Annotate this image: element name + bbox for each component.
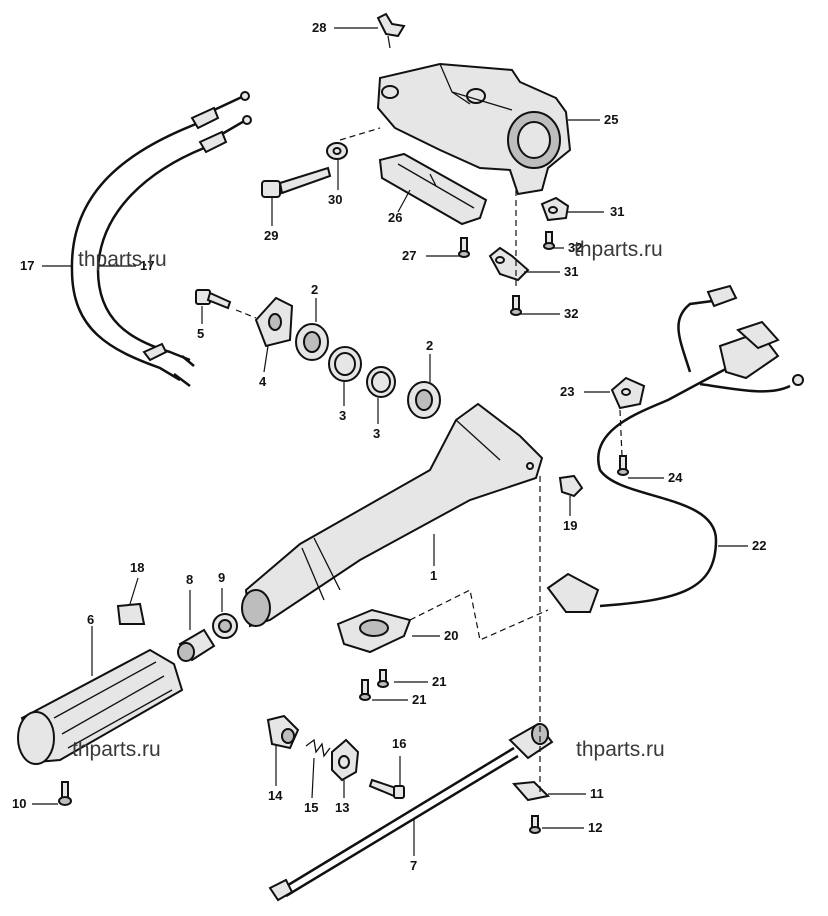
callout-21a: 21 — [432, 674, 446, 689]
screw-part-32b — [510, 295, 522, 316]
steering-bracket-part — [376, 62, 572, 196]
callout-17b: 17 — [140, 258, 154, 273]
callout-10: 10 — [12, 796, 26, 811]
callout-32a: 32 — [568, 240, 582, 255]
collar-part-8 — [177, 628, 216, 662]
callout-1: 1 — [430, 568, 437, 583]
callout-14: 14 — [268, 788, 283, 803]
clamp-part-23 — [610, 376, 646, 410]
alignment-lines — [235, 127, 623, 792]
throttle-grip-part-6 — [17, 648, 184, 765]
watermarks: thparts.ru thparts.ru thparts.ru thparts… — [72, 238, 665, 761]
washer-part-3b — [366, 366, 396, 398]
spring-part-15 — [305, 738, 331, 758]
callout-28: 28 — [312, 20, 326, 35]
bolt-part-16 — [368, 778, 405, 799]
screw-part-10 — [58, 781, 72, 806]
clip-part-28 — [376, 12, 406, 49]
callout-2b: 2 — [426, 338, 433, 353]
callout-11: 11 — [590, 786, 604, 801]
watermark-top: thparts.ru — [78, 248, 167, 271]
callout-23: 23 — [560, 384, 574, 399]
watermark-bottom-left: thparts.ru — [72, 738, 161, 761]
friction-piece-part-4 — [254, 296, 294, 348]
callout-9: 9 — [218, 570, 225, 585]
washer-part-30 — [326, 142, 348, 160]
clamp-part-31b — [488, 246, 530, 282]
bushing-part-2a — [295, 323, 329, 361]
callout-27: 27 — [402, 248, 416, 263]
leader-lines — [32, 27, 748, 856]
watermark-right: thparts.ru — [574, 238, 663, 261]
label-part-18 — [116, 602, 146, 625]
callout-3b: 3 — [373, 426, 380, 441]
screw-part-32a — [543, 231, 555, 250]
callout-29: 29 — [264, 228, 278, 243]
plate-part-26 — [378, 152, 488, 226]
throttle-cables-part-17 — [70, 91, 252, 387]
bushing-part-2b — [407, 381, 441, 419]
callout-5: 5 — [197, 326, 204, 341]
callout-3a: 3 — [339, 408, 346, 423]
watermark-bottom-right: thparts.ru — [576, 738, 665, 761]
callout-31b: 31 — [564, 264, 578, 279]
callout-7: 7 — [410, 858, 417, 873]
plug-part-9 — [212, 613, 238, 639]
washer-part-3a — [328, 346, 362, 382]
bolt-part-5 — [195, 289, 232, 310]
screw-part-12 — [529, 815, 541, 834]
callout-30: 30 — [328, 192, 342, 207]
clip-part-19 — [558, 474, 584, 498]
callout-20: 20 — [444, 628, 458, 643]
plate-part-11 — [511, 780, 551, 802]
bolt-part-29 — [261, 166, 332, 198]
callout-13: 13 — [335, 800, 349, 815]
callout-2a: 2 — [311, 282, 318, 297]
screw-part-27 — [458, 237, 470, 258]
screw-part-21a — [377, 669, 389, 688]
callout-19: 19 — [563, 518, 577, 533]
shift-rod-part-7 — [268, 722, 554, 902]
callout-26: 26 — [388, 210, 402, 225]
callout-25: 25 — [604, 112, 618, 127]
callout-24: 24 — [668, 470, 683, 485]
callout-22: 22 — [752, 538, 766, 553]
callout-6: 6 — [87, 612, 94, 627]
callout-4: 4 — [259, 374, 267, 389]
callout-16: 16 — [392, 736, 406, 751]
callout-31a: 31 — [610, 204, 624, 219]
callout-numbers: 28 25 31 32 31 32 27 26 30 29 17 17 5 2 … — [12, 20, 766, 873]
clamp-part-31a — [540, 196, 570, 222]
callout-15: 15 — [304, 800, 318, 815]
block-part-13 — [331, 738, 360, 782]
callout-18: 18 — [130, 560, 144, 575]
tiller-handle-part-1 — [241, 402, 544, 628]
knob-part-14 — [266, 714, 300, 750]
callout-12: 12 — [588, 820, 602, 835]
switch-base-part-20 — [336, 608, 412, 654]
callout-8: 8 — [186, 572, 193, 587]
screw-part-21b — [359, 679, 371, 701]
screw-part-24 — [617, 455, 629, 476]
wiring-harness-part-22 — [546, 284, 804, 613]
callout-21b: 21 — [412, 692, 426, 707]
callout-32b: 32 — [564, 306, 578, 321]
callout-17a: 17 — [20, 258, 34, 273]
